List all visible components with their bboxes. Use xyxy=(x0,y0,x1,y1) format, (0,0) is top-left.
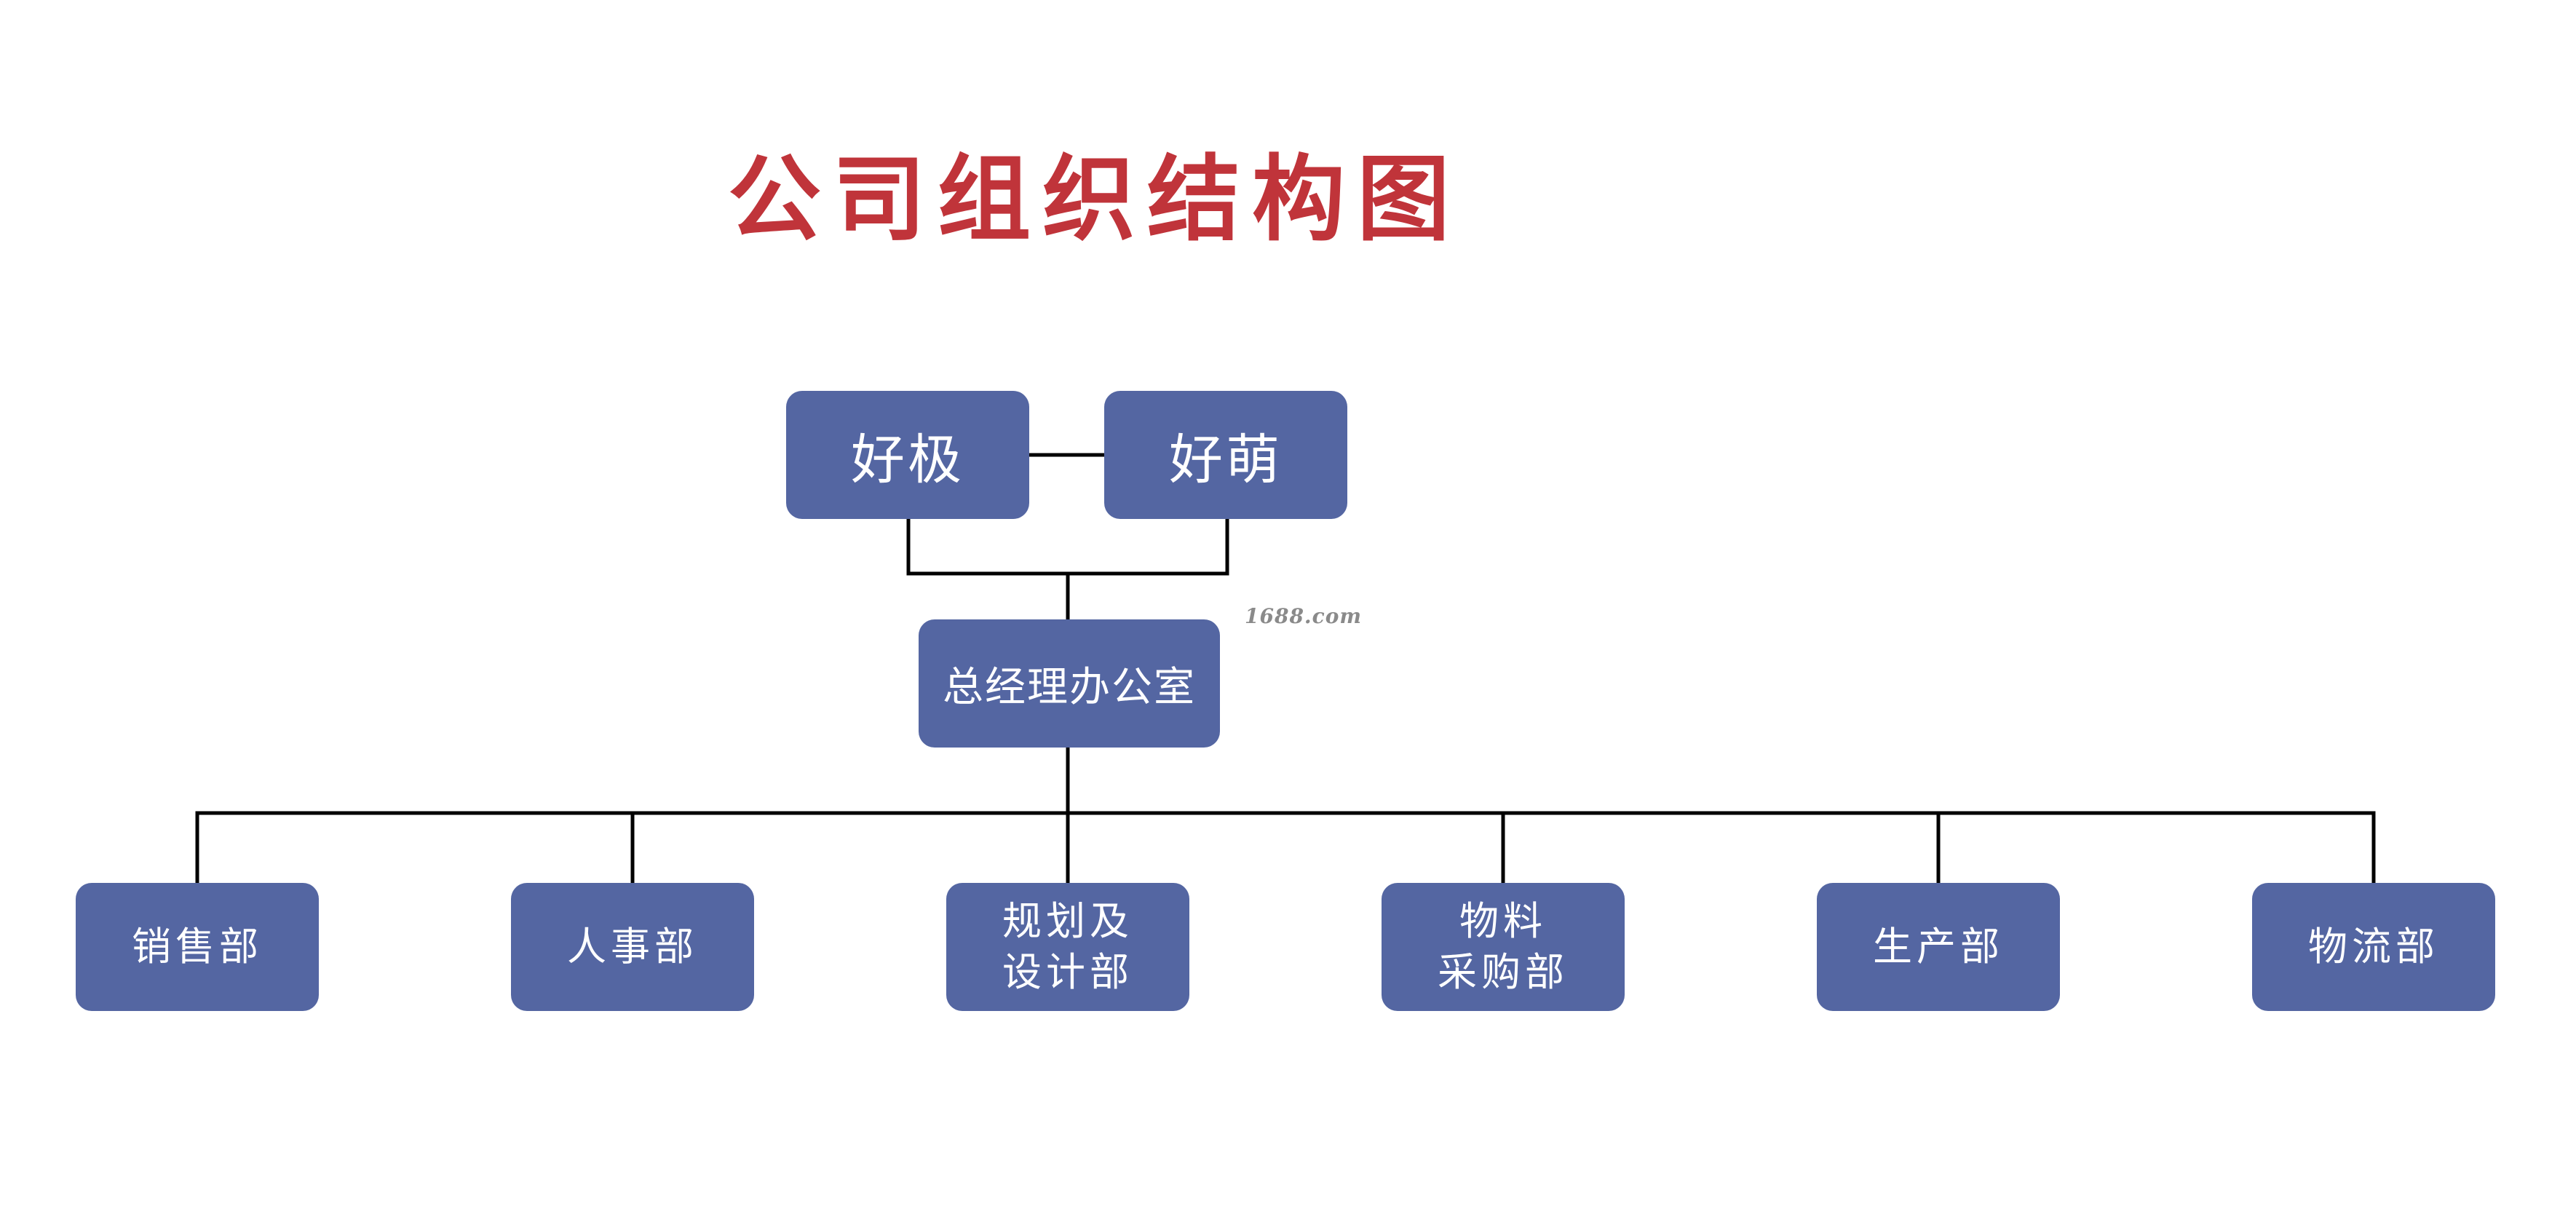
dept-node-purchasing[interactable]: 物料 采购部 xyxy=(1382,883,1625,1011)
dept-node-label: 生产部 xyxy=(1873,924,2004,970)
office-node[interactable]: 总经理办公室 xyxy=(919,619,1220,748)
dept-node-design[interactable]: 规划及 设计部 xyxy=(946,883,1189,1011)
dept-node-label: 销售部 xyxy=(132,924,263,970)
dept-node-label: 规划及 设计部 xyxy=(1002,898,1133,995)
dept-node-label: 物流部 xyxy=(2308,924,2439,970)
watermark-text: 1688.com xyxy=(1245,604,1363,628)
dept-node-sales[interactable]: 销售部 xyxy=(76,883,319,1011)
office-node-label: 总经理办公室 xyxy=(943,663,1196,711)
dept-node-label: 人事部 xyxy=(567,924,698,970)
dept-node-logistics[interactable]: 物流部 xyxy=(2252,883,2495,1011)
top-node-right-label: 好萌 xyxy=(1169,428,1283,491)
dept-node-production[interactable]: 生产部 xyxy=(1817,883,2060,1011)
connector-top-to-office xyxy=(906,517,1229,576)
top-node-left-label: 好极 xyxy=(851,428,964,491)
top-node-right[interactable]: 好萌 xyxy=(1104,391,1347,519)
connector-group xyxy=(195,453,2376,885)
dept-node-label: 物料 采购部 xyxy=(1438,898,1569,995)
chart-title: 公司组织结构图 xyxy=(728,146,1462,254)
top-node-left[interactable]: 好极 xyxy=(786,391,1029,519)
dept-node-hr[interactable]: 人事部 xyxy=(511,883,754,1011)
